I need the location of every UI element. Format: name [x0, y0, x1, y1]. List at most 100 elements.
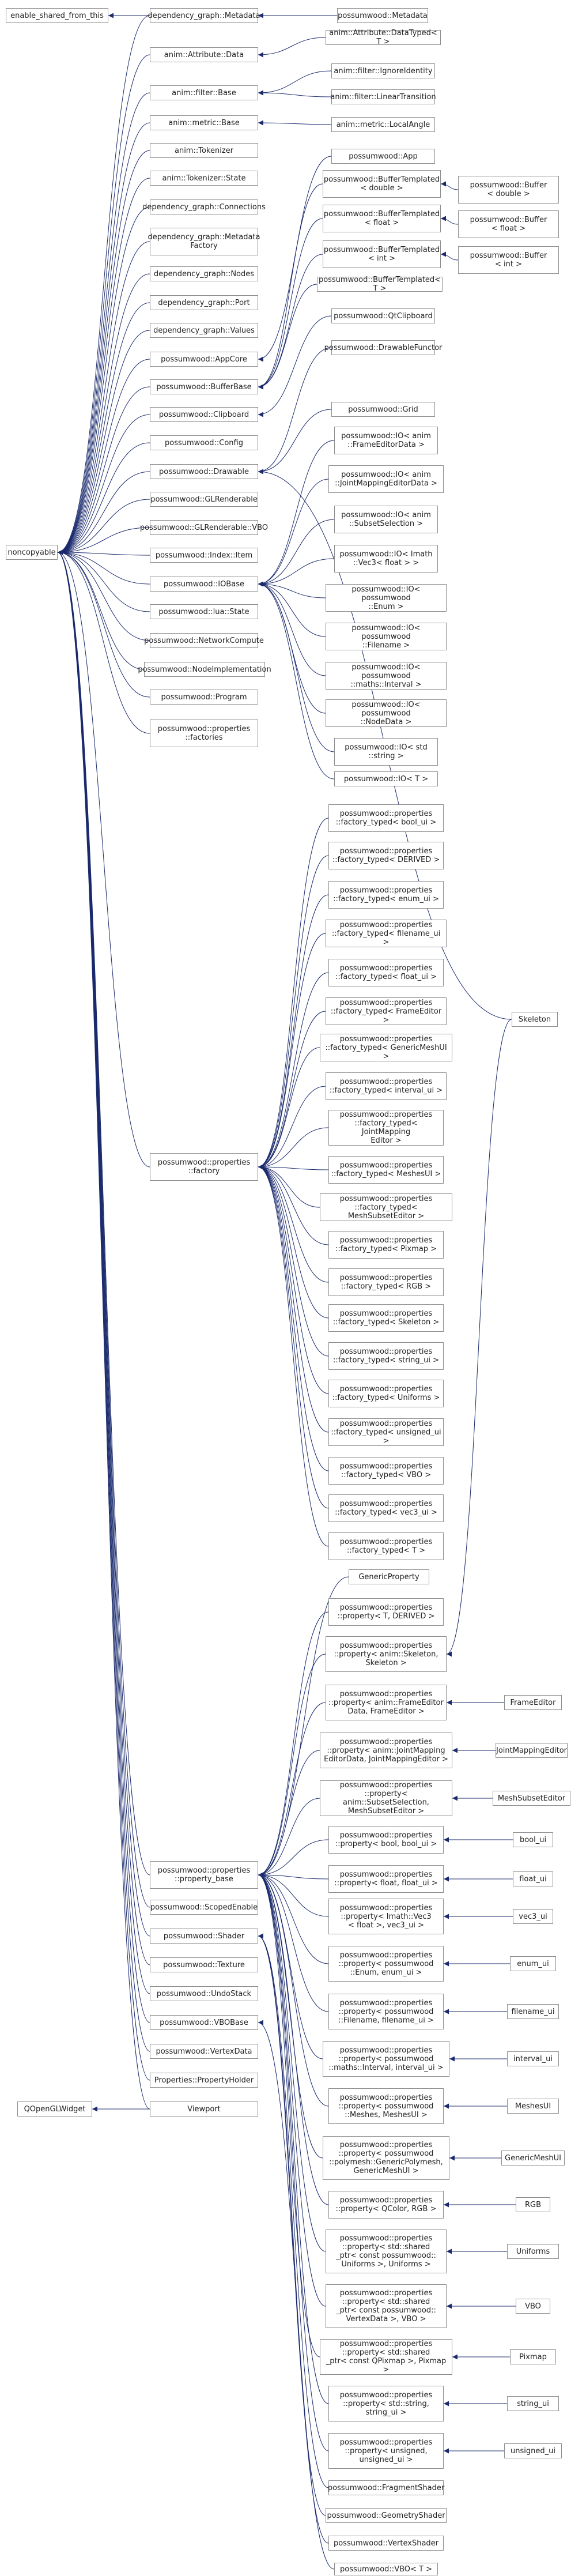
class-node-p-fe: possumwood::properties ::property< anim:… [326, 1685, 447, 1720]
edge-afb-to-noncopy [57, 92, 150, 555]
edge-iobase-to-noncopy [57, 549, 150, 585]
edge-p_jm-to-propbase [258, 1750, 320, 1878]
edge-dgn-to-noncopy [57, 273, 150, 555]
class-node-uniforms: Uniforms [507, 2244, 559, 2259]
edge-btt-to-bufbase [258, 284, 317, 390]
class-node-vertsh: possumwood::VertexShader [328, 2536, 444, 2551]
class-node-atoks: anim::Tokenizer::State [150, 171, 258, 186]
edge-glr-to-noncopy [57, 499, 150, 555]
edge-ft_bool-to-factory [258, 818, 329, 1170]
class-node-p-ss: possumwood::properties ::property< anim:… [320, 1780, 452, 1816]
edge-dgv-to-noncopy [57, 330, 150, 555]
class-node-ft-jm: possumwood::properties ::factory_typed< … [328, 1110, 444, 1146]
edge-shader-to-noncopy [57, 549, 150, 1937]
class-node-propbase: possumwood::properties ::property_base [150, 1861, 258, 1889]
edge-aad-to-noncopy [57, 54, 150, 555]
edge-glrvbo-to-noncopy [57, 527, 150, 555]
class-node-idxitem: possumwood::Index::Item [150, 548, 258, 563]
class-node-ft-vbo: possumwood::properties ::factory_typed< … [328, 1457, 444, 1485]
edge-ft_ms-to-factory [258, 1164, 320, 1208]
edge-ft_uns-to-factory [258, 1164, 329, 1433]
class-node-skeleton: Skeleton [512, 1012, 558, 1027]
class-node-texture: possumwood::Texture [150, 1957, 258, 1972]
edge-dgm-to-noncopy [57, 15, 150, 555]
class-node-io-nd: possumwood::IO< possumwood ::NodeData > [326, 699, 447, 727]
class-node-ft-vec: possumwood::properties ::factory_typed< … [328, 1494, 444, 1522]
class-node-ft-str: possumwood::properties ::factory_typed< … [328, 1342, 444, 1370]
edge-p_un-to-propbase [258, 1872, 326, 2252]
class-node-ft-bool: possumwood::properties ::factory_typed< … [328, 804, 444, 832]
class-node-io-enum: possumwood::IO< possumwood ::Enum > [326, 584, 447, 612]
class-node-io-fed: possumwood::IO< anim ::FrameEditorData > [334, 427, 438, 454]
class-node-p-bool: possumwood::properties ::property< bool,… [328, 1826, 444, 1854]
edge-netcomp-to-noncopy [57, 549, 150, 641]
class-node-ft-ms: possumwood::properties ::factory_typed< … [320, 1193, 452, 1221]
edge-p_float-to-propbase [258, 1872, 329, 1880]
class-node-vdata: possumwood::VertexData [150, 2044, 258, 2059]
class-node-config: possumwood::Config [150, 435, 258, 450]
edge-ft_gm-to-factory [258, 1047, 320, 1170]
edge-p_mu-to-propbase [258, 1872, 329, 2107]
edge-propholder-to-noncopy [57, 549, 150, 2081]
class-node-geomsh: possumwood::GeometryShader [326, 2508, 447, 2523]
edge-p_px-to-propbase [258, 1872, 320, 2357]
edge-ft_fe-to-factory [258, 1011, 326, 1170]
class-node-afl: anim::filter::LinearTransition [330, 89, 436, 104]
edge-p_sk-to-propbase [258, 1654, 326, 1878]
class-node-propfacs: possumwood::properties ::factories [150, 720, 258, 747]
class-node-qtclip: possumwood::QtClipboard [331, 308, 435, 323]
class-node-btf: possumwood::BufferTemplated < float > [323, 205, 441, 232]
class-node-p-fn: possumwood::properties ::property< possu… [328, 1994, 444, 2029]
class-node-grid: possumwood::Grid [331, 402, 435, 417]
class-node-io-int: possumwood::IO< possumwood ::maths::Inte… [326, 662, 447, 690]
class-node-io-sub: possumwood::IO< anim ::SubsetSelection > [334, 506, 438, 533]
class-node-pwm: possumwood::Metadata [337, 8, 428, 23]
edge-afi-to-afb [258, 70, 332, 96]
edge-viewport-to-noncopy [57, 549, 150, 2110]
edge-p_rgb-to-propbase [258, 1872, 329, 2205]
edge-p_iv-to-propbase [258, 1872, 323, 2059]
class-node-p-uns: possumwood::properties ::property< unsig… [328, 2433, 444, 2469]
class-node-p-td: possumwood::properties ::property< T, DE… [328, 1598, 444, 1626]
class-node-genprop: GenericProperty [349, 1569, 429, 1584]
class-node-bd: possumwood::Buffer < double > [458, 176, 559, 204]
edge-undo-to-noncopy [57, 549, 150, 1994]
class-node-glr: possumwood::GLRenderable [150, 492, 258, 507]
edge-clip-to-noncopy [57, 414, 150, 555]
class-node-bf: possumwood::Buffer < float > [458, 210, 559, 238]
class-node-ft-fn: possumwood::properties ::factory_typed< … [326, 920, 447, 947]
class-node-aad: anim::Attribute::Data [150, 47, 258, 62]
edge-drawable-to-noncopy [57, 471, 150, 555]
class-node-undo: possumwood::UndoStack [150, 1986, 258, 2001]
edge-ft_fn-to-factory [258, 933, 326, 1170]
edge-bf-to-btf [440, 216, 459, 225]
class-node-fnui: filename_ui [507, 2004, 559, 2019]
edge-p_vec-to-propbase [258, 1872, 329, 1917]
class-node-dgp: dependency_graph::Port [150, 295, 258, 310]
class-node-p-str: possumwood::properties ::property< std::… [328, 2386, 444, 2421]
class-node-ft-gm: possumwood::properties ::factory_typed< … [320, 1034, 452, 1061]
edge-io_vec-to-iobase [258, 558, 335, 587]
edge-drawfunc-to-drawable [258, 347, 332, 474]
edge-bti-to-bufbase [258, 254, 323, 390]
class-node-afi: anim::filter::IgnoreIdentity [331, 63, 435, 78]
class-node-drawable: possumwood::Drawable [150, 464, 258, 479]
edge-aml-to-amb [258, 120, 332, 126]
class-node-iobase: possumwood::IOBase [150, 577, 258, 592]
edge-bufbase-to-noncopy [57, 386, 150, 555]
class-node-ft-t: possumwood::properties ::factory_typed< … [328, 1532, 444, 1560]
edge-ft_jm-to-factory [258, 1127, 329, 1170]
class-node-fe: FrameEditor [504, 1695, 562, 1710]
edge-propfacs-to-noncopy [57, 549, 150, 734]
class-node-pixmap: Pixmap [510, 2349, 556, 2364]
edge-config-to-noncopy [57, 442, 150, 555]
edge-skeleton-to-p_sk [446, 1019, 512, 1657]
edge-vertsh-to-shader [258, 1933, 329, 2544]
edge-p_enum-to-propbase [258, 1872, 329, 1964]
class-node-btd: possumwood::BufferTemplated < double > [323, 170, 441, 198]
edge-p_uns-to-propbase [258, 1872, 329, 2451]
class-node-p-enum: possumwood::properties ::property< possu… [328, 1946, 444, 1982]
class-node-jme: JointMappingEditor [496, 1743, 568, 1758]
